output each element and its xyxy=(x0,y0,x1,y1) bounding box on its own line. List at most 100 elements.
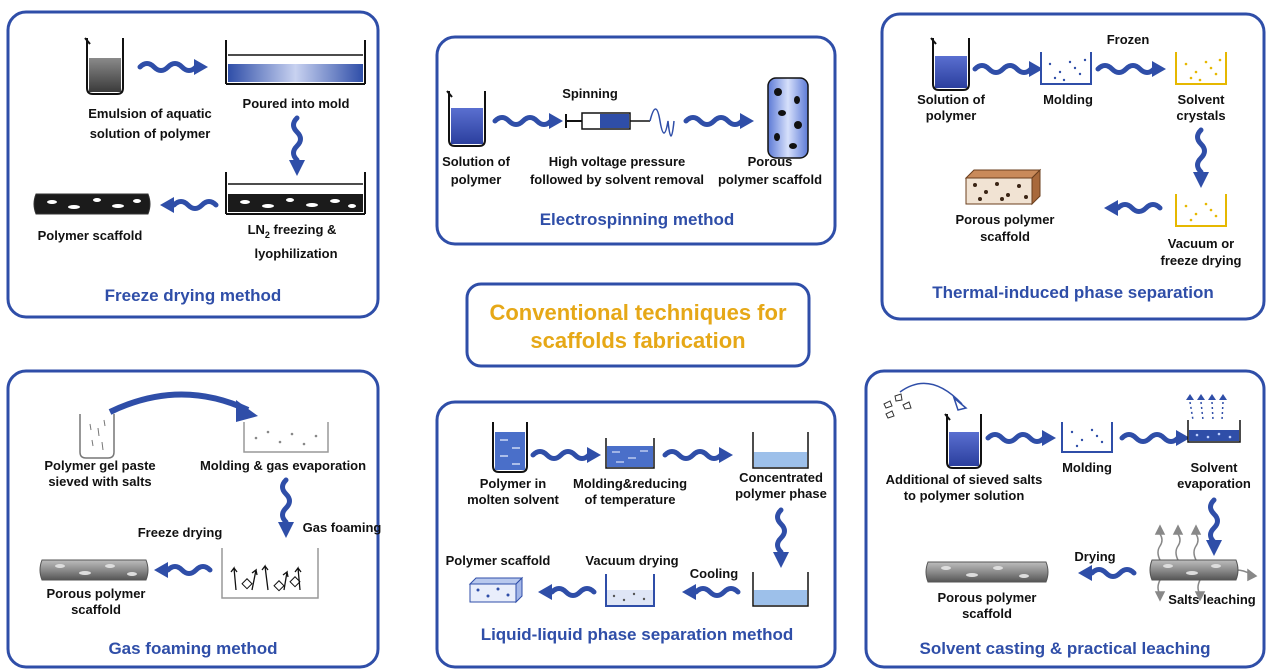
gas-molding-label: Molding & gas evaporation xyxy=(200,458,366,473)
center-title-box xyxy=(465,282,811,368)
thermal-vacuum-mold xyxy=(1175,194,1227,227)
arrow-gas-down-head xyxy=(278,522,294,538)
crystals-label-1: Solvent xyxy=(1178,92,1226,107)
crystals-label-2: crystals xyxy=(1176,108,1225,123)
electro-title: Electrospinning method xyxy=(540,210,735,229)
gas-foaming-label: Gas foaming xyxy=(303,520,382,535)
center-title-line1: Conventional techniques for xyxy=(489,300,786,325)
thermal-title: Thermal-induced phase separation xyxy=(932,283,1214,302)
arrow-thermal-down-head xyxy=(1193,172,1209,188)
thermal-porous-label-2: scaffold xyxy=(980,229,1030,244)
mold-poured xyxy=(225,40,366,85)
thermal-beaker xyxy=(930,37,970,91)
casting-leach-slab xyxy=(1149,524,1258,602)
thermal-solution-label-1: Solution of xyxy=(917,92,986,107)
lyophilization-label: lyophilization xyxy=(254,246,337,261)
electro-solution-label-1: Solution of xyxy=(442,154,511,169)
arrow-liquid-down xyxy=(775,507,787,555)
arrow-salts-head xyxy=(952,395,968,411)
arrow-thermal-down xyxy=(1195,127,1207,175)
arrow-liquid-down-head xyxy=(773,552,789,568)
casting-salts-label-2: to polymer solution xyxy=(904,488,1025,503)
liquid-scaffold-label: Polymer scaffold xyxy=(446,553,551,568)
liquid-title: Liquid-liquid phase separation method xyxy=(481,625,794,644)
arrow-casting-down xyxy=(1208,497,1220,545)
emulsion-label-2: solution of polymer xyxy=(90,126,211,141)
gas-gel-beaker xyxy=(79,414,115,459)
casting-mold xyxy=(1061,422,1113,453)
evap-label-1: Solvent xyxy=(1191,460,1239,475)
liquid-vacuum-mold xyxy=(605,574,655,607)
casting-salts-label-1: Additional of sieved salts xyxy=(886,472,1043,487)
liquid-conc-mold xyxy=(752,432,809,469)
evap-label-2: evaporation xyxy=(1177,476,1251,491)
arrow-gas-curve xyxy=(108,391,250,415)
gas-porous-label-2: scaffold xyxy=(71,602,121,617)
arrow-mold-down-head xyxy=(289,160,305,176)
frozen-label: Frozen xyxy=(1107,32,1150,47)
freeze-polymer-scaffold xyxy=(33,193,151,215)
poured-label: Poured into mold xyxy=(243,96,350,111)
arrow-gas-down xyxy=(280,477,292,525)
gas-foam-tray xyxy=(221,548,319,599)
electro-solution-label-2: polymer xyxy=(451,172,502,187)
arrow-thermal-back xyxy=(1104,200,1163,216)
electrospinning-panel xyxy=(435,35,837,246)
hv-label-1: High voltage pressure xyxy=(549,154,686,169)
gas-freeze-label: Freeze drying xyxy=(138,525,223,540)
liquid-molten-label-2: molten solvent xyxy=(467,492,559,507)
vacuum-drying-label: Vacuum drying xyxy=(585,553,678,568)
thermal-molding-label: Molding xyxy=(1043,92,1093,107)
thermal-solution-label-2: polymer xyxy=(926,108,977,123)
liquid-beaker xyxy=(492,422,528,473)
electro-porous-scaffold xyxy=(767,77,809,159)
arrow-liquid-vacuum xyxy=(538,584,597,600)
hv-label-2: followed by solvent removal xyxy=(530,172,704,187)
liquid-molding-label-2: of temperature xyxy=(584,492,675,507)
cooling-label: Cooling xyxy=(690,566,738,581)
freeze-title: Freeze drying method xyxy=(105,286,282,305)
casting-beaker xyxy=(944,413,982,469)
liquid-molding-label-1: Molding&reducing xyxy=(573,476,687,491)
conc-label-2: polymer phase xyxy=(735,486,827,501)
electro-porous-label-2: polymer scaffold xyxy=(718,172,822,187)
thermal-phase-panel xyxy=(880,12,1266,321)
arrow-mold-down xyxy=(291,115,303,163)
conc-label-1: Concentrated xyxy=(739,470,823,485)
vacuum-label-1: Vacuum or xyxy=(1168,236,1234,251)
spinning-label: Spinning xyxy=(562,86,618,101)
electro-porous-label-1: Porous xyxy=(748,154,793,169)
arrow-liquid-cooling xyxy=(682,584,741,600)
emulsion-label-1: Emulsion of aquatic xyxy=(88,106,212,121)
gas-evap-tray xyxy=(243,422,329,453)
arrow-salts-curve xyxy=(899,382,963,405)
gas-porous-label-1: Porous polymer xyxy=(47,586,146,601)
arrow-casting-back xyxy=(1078,565,1137,581)
liquid-mold xyxy=(605,438,655,469)
arrow-casting-down-head xyxy=(1206,540,1222,556)
freeze-drying-panel xyxy=(6,10,380,319)
salt-crystals xyxy=(883,393,912,419)
arrow-gas-curve-head xyxy=(236,400,258,422)
arrow-gas-back xyxy=(154,562,213,578)
electro-beaker xyxy=(446,90,486,147)
casting-porous-label-2: scaffold xyxy=(962,606,1012,621)
gas-porous-slab xyxy=(39,559,149,581)
thermal-crystals xyxy=(1175,52,1227,85)
ln2-label: LN2 freezing & xyxy=(248,222,337,240)
vacuum-label-2: freeze drying xyxy=(1161,253,1242,268)
thermal-porous-block xyxy=(964,168,1042,206)
gas-gel-label-2: sieved with salts xyxy=(48,474,151,489)
mold-frozen xyxy=(225,172,366,215)
casting-title: Solvent casting & practical leaching xyxy=(920,639,1211,658)
casting-porous-slab xyxy=(925,561,1049,583)
liquid-phase-panel xyxy=(435,400,837,669)
thermal-porous-label-1: Porous polymer xyxy=(956,212,1055,227)
emulsion-beaker xyxy=(84,37,124,95)
syringe xyxy=(565,108,675,137)
gas-foaming-panel xyxy=(6,369,380,669)
casting-molding-label: Molding xyxy=(1062,460,1112,475)
liquid-scaffold-block xyxy=(468,576,524,604)
arrow-frozen-to-scaffold xyxy=(160,197,219,213)
